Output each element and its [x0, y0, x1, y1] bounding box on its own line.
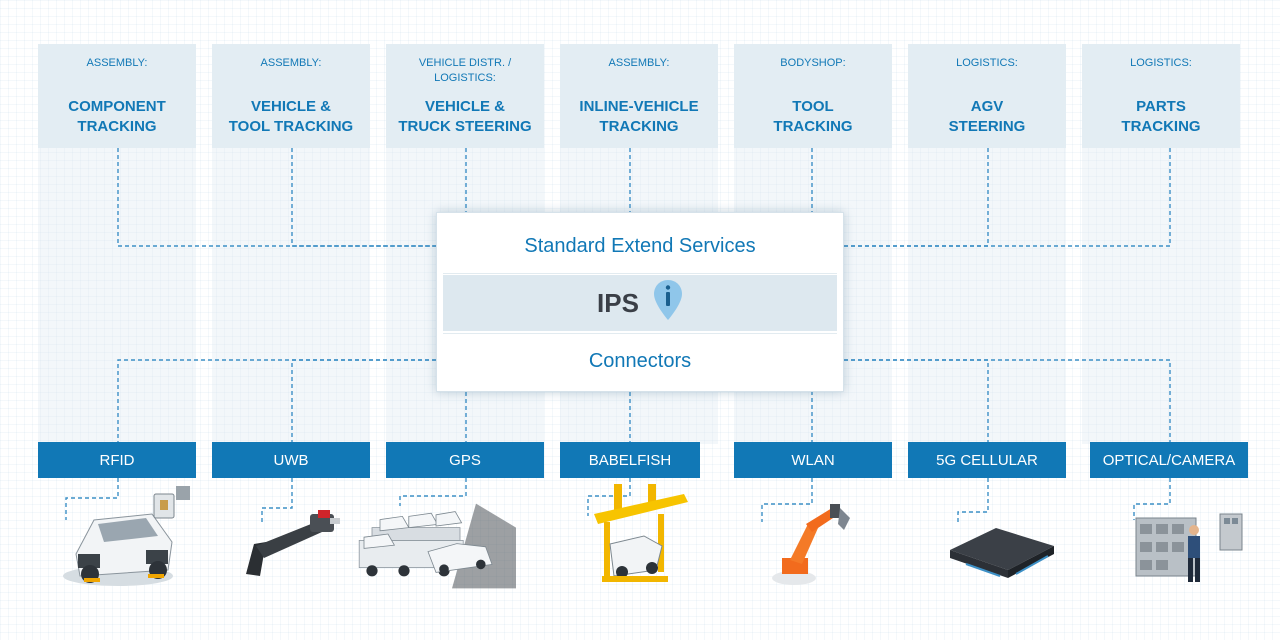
ips-label: IPS [597, 287, 639, 318]
use-case-category: ASSEMBLY: [608, 57, 670, 69]
use-case-category: LOGISTICS: [1130, 57, 1192, 69]
tech-wlan: WLAN [734, 442, 892, 478]
ips-core-block: Standard Extend Services IPS Connectors [436, 212, 844, 392]
use-case-category: LOGISTICS: [956, 57, 1018, 69]
connector-line [291, 148, 436, 247]
use-case-category: BODYSHOP: [780, 57, 846, 69]
connector-line [761, 478, 813, 522]
use-case-category: ASSEMBLY: [260, 57, 322, 69]
industrial-robot-arm-illustration [772, 504, 850, 585]
connectors-label: Connectors [588, 349, 692, 372]
use-case-title: INLINE-VEHICLE TRACKING [579, 98, 699, 135]
connector-line [291, 359, 436, 442]
connector-line [261, 478, 293, 522]
location-pin-info-icon [653, 279, 683, 328]
agv-platform-illustration [950, 528, 1054, 578]
use-case-title: VEHICLE & TRUCK STEERING [398, 98, 532, 135]
connector-line [844, 148, 989, 247]
power-tool-with-uwb-tag-illustration [246, 510, 340, 576]
use-case-title: AGV STEERING [948, 98, 1026, 135]
use-case-category: VEHICLE DISTR. / LOGISTICS: [418, 57, 512, 84]
use-case-vehicle-truck-steering: VEHICLE DISTR. / LOGISTICS: VEHICLE & TR… [386, 44, 544, 148]
connector-line [65, 478, 119, 520]
connector-line [844, 359, 1171, 442]
connector-line [399, 478, 467, 506]
use-case-inline-vehicle-tracking: ASSEMBLY: INLINE-VEHICLE TRACKING [560, 44, 718, 148]
car-with-rfid-reader-illustration [63, 486, 190, 586]
standard-extend-services-row: Standard Extend Services [443, 219, 837, 274]
use-case-title: TOOL TRACKING [773, 98, 853, 135]
connector-line [844, 148, 1171, 247]
worker-at-parts-shelves-illustration [1135, 513, 1243, 582]
use-case-component-tracking: ASSEMBLY: COMPONENT TRACKING [38, 44, 196, 148]
car-on-assembly-hanger-illustration [594, 484, 688, 582]
ips-row: IPS [443, 275, 837, 331]
connectors-row: Connectors [443, 333, 837, 388]
connector-line [844, 359, 989, 442]
tech-babelfish: BABELFISH [560, 442, 700, 478]
use-case-title: COMPONENT TRACKING [68, 98, 166, 135]
tech-5g-cellular: 5G CELLULAR [908, 442, 1066, 478]
column-band [908, 148, 1066, 444]
connector-line [1133, 478, 1171, 520]
connector-line [587, 478, 631, 516]
use-case-title: VEHICLE & TOOL TRACKING [228, 98, 354, 135]
tech-gps: GPS [386, 442, 544, 478]
car-transporter-truck-illustration [358, 503, 516, 589]
use-case-title: PARTS TRACKING [1121, 98, 1201, 135]
use-case-tool-tracking: BODYSHOP: TOOL TRACKING [734, 44, 892, 148]
tech-rfid: RFID [38, 442, 196, 478]
standard-extend-services-label: Standard Extend Services [524, 234, 756, 257]
tech-uwb: UWB [212, 442, 370, 478]
use-case-category: ASSEMBLY: [86, 57, 148, 69]
use-case-parts-tracking: LOGISTICS: PARTS TRACKING [1082, 44, 1240, 148]
use-case-agv-steering: LOGISTICS: AGV STEERING [908, 44, 1066, 148]
connector-line [117, 359, 436, 442]
column-band [212, 148, 370, 444]
connector-line [117, 148, 436, 247]
column-band [1082, 148, 1240, 444]
connector-line [957, 478, 989, 524]
use-case-vehicle-tool-tracking: ASSEMBLY: VEHICLE & TOOL TRACKING [212, 44, 370, 148]
tech-optical-camera: OPTICAL/CAMERA [1090, 442, 1248, 478]
column-band [38, 148, 196, 444]
